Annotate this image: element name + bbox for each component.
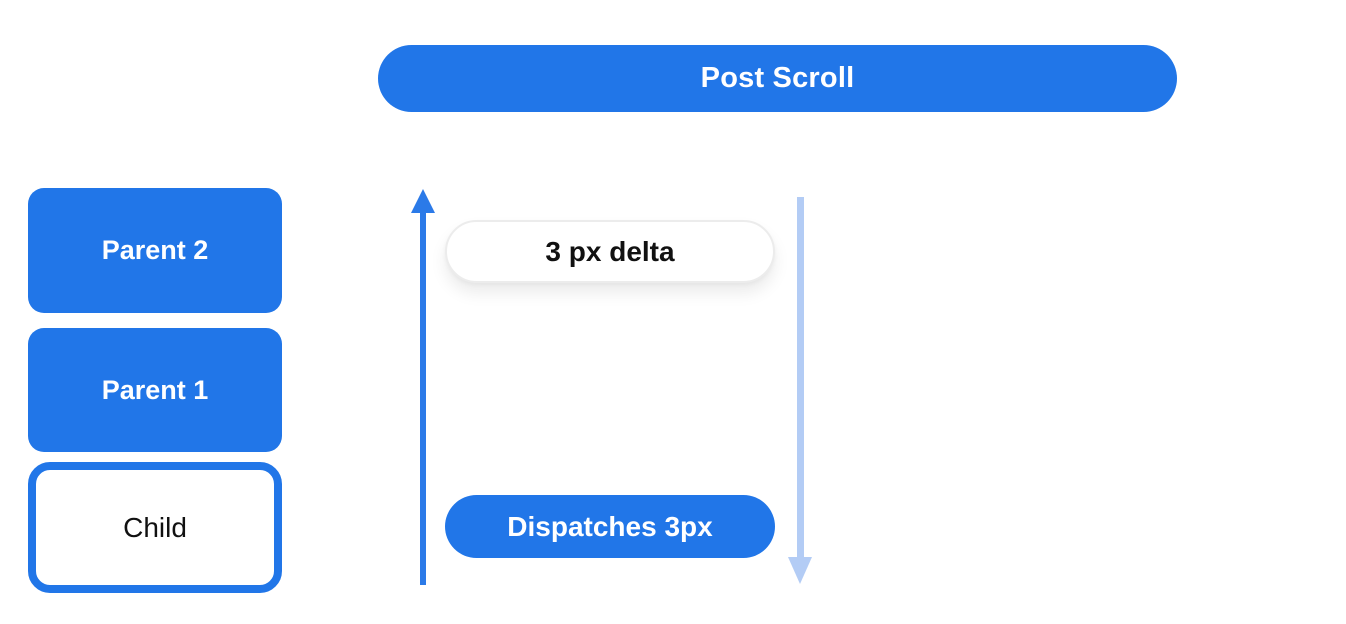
arrow-down-line [797,197,804,557]
arrow-up-icon [411,189,435,213]
node-parent-1: Parent 1 [28,328,282,452]
arrow-up-line [420,211,426,585]
delta-pill: 3 px delta [445,220,775,283]
dispatch-pill: Dispatches 3px [445,495,775,558]
post-scroll-banner: Post Scroll [378,45,1177,112]
arrow-down-icon [788,557,812,584]
node-child: Child [28,462,282,593]
node-parent-2: Parent 2 [28,188,282,313]
